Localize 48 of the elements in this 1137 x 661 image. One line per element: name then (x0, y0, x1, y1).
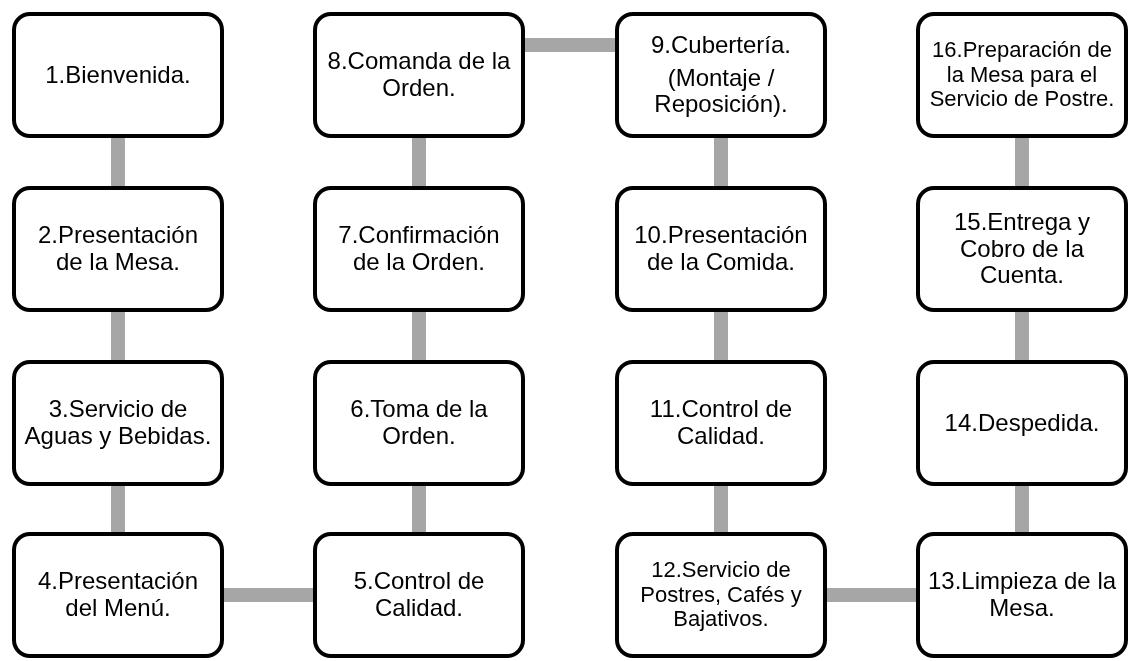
step-box (615, 360, 827, 486)
step-box (916, 12, 1128, 138)
connector-bar (714, 312, 728, 360)
step-text: 5.Control de Calidad. (352, 568, 486, 622)
step-text: 15.Entrega y Cobro de la Cuenta. (952, 208, 1092, 290)
step-text: 11.Control de Calidad. (648, 396, 794, 450)
step-box (615, 12, 827, 138)
step-text: 1.Bienvenida. (45, 61, 191, 89)
step-box (916, 532, 1128, 658)
connector-bar (224, 588, 313, 602)
step-box (313, 186, 525, 312)
connector-bar (525, 38, 615, 52)
step-box (615, 532, 827, 658)
step-text: 3.Servicio de Aguas y Bebidas. (23, 396, 213, 450)
connector-bar (827, 588, 916, 602)
step-box (12, 532, 224, 658)
step-box (313, 532, 525, 658)
step-box (12, 360, 224, 486)
connector-bar (111, 486, 125, 532)
step-text: 4.Presentación del Menú. (36, 568, 200, 622)
connector-bar (714, 486, 728, 532)
step-box (615, 186, 827, 312)
connector-bar (111, 138, 125, 186)
step-text: 12.Servicio de Postres, Cafés y Bajativos. (639, 558, 803, 632)
step-text: 7.Confirmación de la Orden. (337, 222, 501, 276)
step-box (12, 12, 224, 138)
step-text: 9.Cubertería. (650, 31, 792, 59)
step-text: 10.Presentación de la Comida. (633, 222, 809, 276)
step-text: 16.Preparación de la Mesa para el Servicio de Postre. (928, 38, 1116, 112)
connector-bar (412, 138, 426, 186)
step-text: 14.Despedida. (944, 409, 1100, 437)
step-box (12, 186, 224, 312)
step-text: 8.Comanda de la Orden. (326, 48, 512, 102)
connector-bar (1015, 138, 1029, 186)
step-box (916, 186, 1128, 312)
step-text: 6.Toma de la Orden. (349, 396, 489, 450)
step-text: 13.Limpieza de la Mesa. (926, 568, 1118, 622)
connector-bar (412, 486, 426, 532)
connector-bar (412, 312, 426, 360)
step-text: (Montaje / Reposición). (653, 64, 789, 119)
connector-bar (714, 138, 728, 186)
connector-bar (1015, 312, 1029, 360)
step-box (916, 360, 1128, 486)
step-text: 2.Presentación de la Mesa. (36, 222, 200, 276)
connector-bar (111, 312, 125, 360)
step-box (313, 12, 525, 138)
connector-bar (1015, 486, 1029, 532)
step-box (313, 360, 525, 486)
